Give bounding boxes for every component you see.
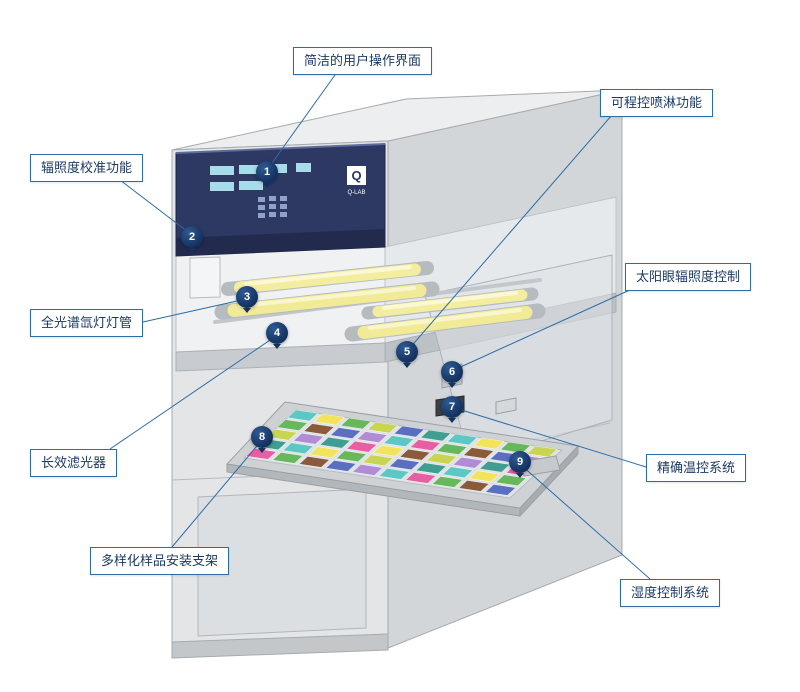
xenon-lamp-tubes: [213, 261, 546, 342]
callout-label-sample-rack: 多样化样品安装支架: [90, 547, 230, 575]
callout-label-temp-control: 精确温控系统: [646, 454, 747, 482]
control-panel: Q Q-LAB: [175, 143, 386, 257]
callout-badge-3: 3: [236, 286, 258, 308]
callout-label-humidity: 湿度控制系统: [620, 579, 721, 607]
callout-badge-7: 7: [441, 396, 463, 418]
qlab-logo: Q Q-LAB: [347, 166, 366, 196]
callout-label-xenon-lamp: 全光谱氙灯灯管: [30, 309, 144, 337]
callout-badge-8: 8: [251, 426, 273, 448]
callout-badge-2: 2: [181, 226, 203, 248]
callout-badge-1: 1: [256, 161, 278, 183]
callout-label-user-interface: 简洁的用户操作界面: [293, 47, 433, 75]
panel-keypad: [258, 196, 287, 218]
callout-label-calibration: 辐照度校准功能: [30, 154, 144, 182]
callout-label-spray: 可程控喷淋功能: [600, 89, 714, 117]
qlab-logo-mark: Q: [351, 168, 361, 183]
callout-label-filter: 长效滤光器: [30, 449, 118, 477]
callout-badge-9: 9: [509, 451, 531, 473]
callout-badge-5: 5: [396, 341, 418, 363]
callout-badge-6: 6: [441, 361, 463, 383]
qlab-logo-text: Q-LAB: [347, 190, 365, 196]
callout-badge-4: 4: [266, 322, 288, 344]
panel-displays: [210, 163, 311, 191]
callout-lines: [109, 74, 651, 580]
callout-label-solar-eye: 太阳眼辐照度控制: [625, 263, 752, 291]
